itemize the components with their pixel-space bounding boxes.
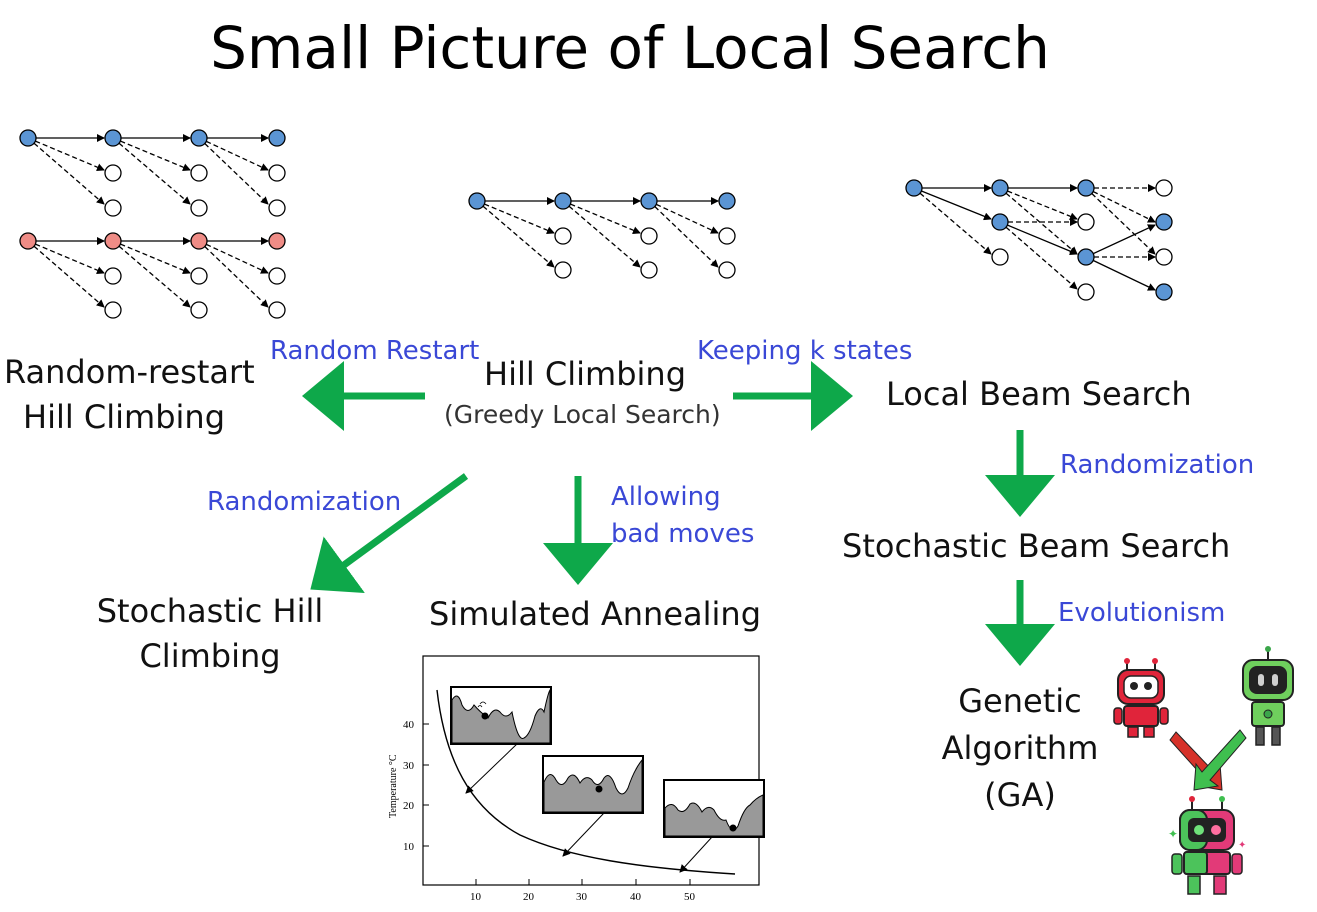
stochastic-hill-label-line1: Stochastic Hill (96, 592, 324, 630)
local-beam-tree-diagram (905, 179, 1173, 301)
child-robot-icon: ✦ ✦ (1168, 796, 1246, 895)
hill-climbing-tree-diagram (468, 192, 736, 279)
genetic-algorithm-label-line1: Genetic (958, 682, 1082, 720)
svg-text:✦: ✦ (1168, 827, 1178, 841)
landscape-inset-1 (450, 686, 552, 745)
crossover-arrows-icon (1169, 729, 1247, 791)
genetic-algorithm-label-line3: (GA) (984, 776, 1056, 814)
edge-label-keeping-k-states: Keeping k states (697, 336, 913, 366)
edge-label-allowing-line2: bad moves (611, 519, 755, 549)
x-tick: 10 (470, 891, 482, 903)
edge-label-randomization-right: Randomization (1060, 450, 1255, 480)
random-restart-tree-diagram (19, 129, 286, 319)
landscape-inset-3 (663, 779, 765, 838)
edge-label-evolutionism: Evolutionism (1058, 598, 1226, 628)
random-restart-label-line2: Hill Climbing (23, 398, 225, 436)
x-tick: 20 (523, 891, 535, 903)
y-axis-label: Temperature °C (388, 754, 399, 818)
y-tick: 30 (403, 760, 415, 772)
green-robot-icon (1242, 646, 1294, 746)
local-beam-search-label: Local Beam Search (886, 375, 1192, 413)
temperature-curve (436, 689, 736, 875)
x-tick: 40 (630, 891, 642, 903)
y-tick: 10 (403, 841, 415, 853)
hill-climbing-label: Hill Climbing (484, 355, 686, 393)
red-robot-icon (1113, 658, 1169, 738)
svg-text:✦: ✦ (1238, 840, 1246, 851)
annealing-plot: 40 30 20 10 10 20 30 40 50 Temperature °… (388, 655, 765, 903)
random-restart-label-line1: Random-restart (4, 353, 255, 391)
y-tick: 20 (403, 800, 415, 812)
landscape-inset-2 (542, 755, 644, 814)
edge-label-allowing-line1: Allowing (611, 482, 721, 512)
arrow-to-stochastic-hill (310, 473, 469, 594)
genetic-algorithm-label-line2: Algorithm (941, 729, 1099, 767)
x-tick: 30 (576, 891, 588, 903)
stochastic-beam-search-label: Stochastic Beam Search (842, 527, 1231, 565)
hill-climbing-sublabel: (Greedy Local Search) (444, 400, 721, 429)
simulated-annealing-label: Simulated Annealing (429, 595, 761, 633)
page-title: Small Picture of Local Search (210, 14, 1050, 82)
edge-label-randomization-left: Randomization (207, 487, 402, 517)
green-arrows (302, 361, 1055, 666)
y-tick: 40 (403, 719, 415, 731)
x-tick: 50 (684, 891, 696, 903)
stochastic-hill-label-line2: Climbing (139, 637, 281, 675)
